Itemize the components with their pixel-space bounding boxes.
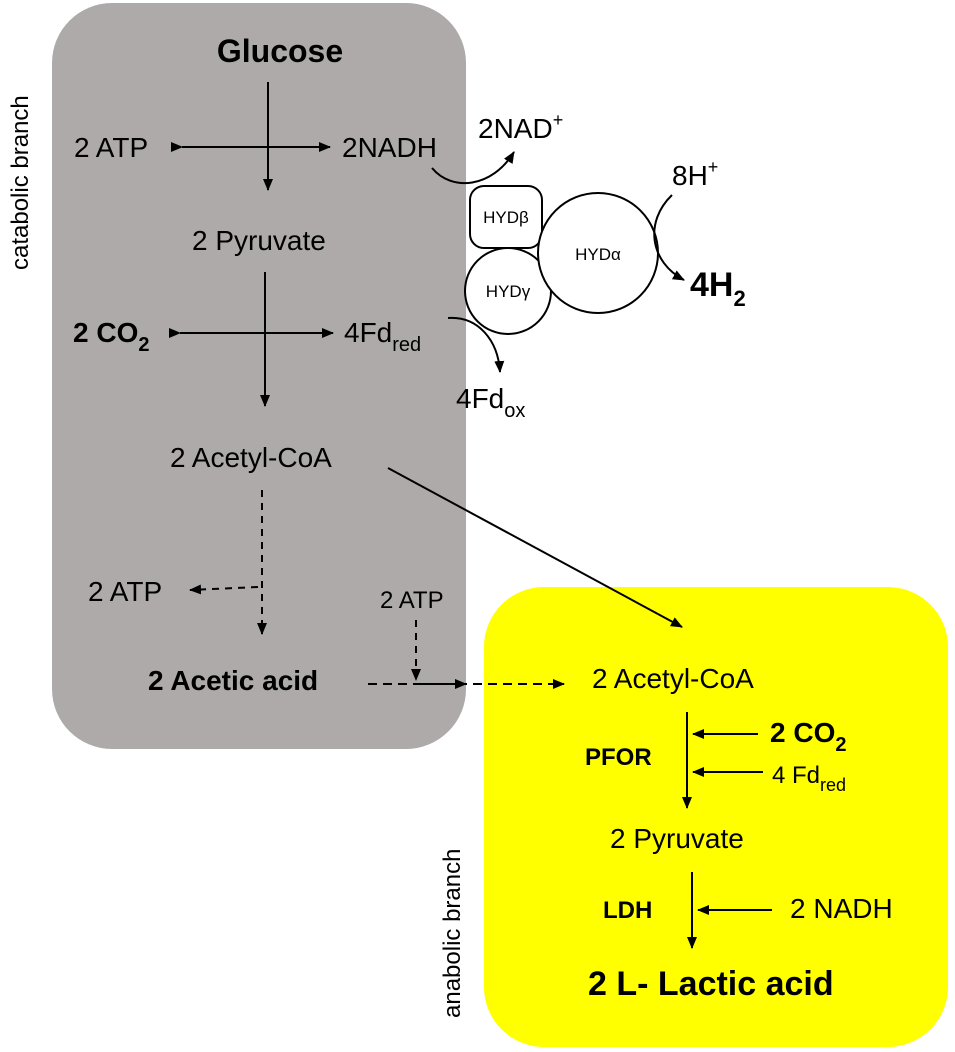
nadh-to-nad-arrow <box>431 151 515 184</box>
hyd-gamma-label: HYDγ <box>486 282 531 301</box>
fd-ox-label: 4Fdox <box>456 383 525 422</box>
atp-side-arrow <box>189 584 259 595</box>
catabolic-branch-label: catabolic branch <box>7 95 34 270</box>
fd-red-anabolic-label: 4 Fdred <box>772 762 846 795</box>
glucose-label: Glucose <box>217 33 343 69</box>
hyd-alpha-label: HYDα <box>575 245 621 264</box>
acetyl-to-anabolic-arrow <box>387 467 683 628</box>
hyd-beta-label: HYDβ <box>483 208 529 227</box>
atp-side-label: 2 ATP <box>88 576 162 607</box>
h2-label: 4H2 <box>690 266 746 311</box>
nadh-anabolic-label: 2 NADH <box>790 893 893 924</box>
anabolic-box <box>484 587 948 1047</box>
acetyl-coa-anabolic-label: 2 Acetyl-CoA <box>592 663 754 694</box>
nadh-top-label: 2NADH <box>342 132 437 163</box>
protons-to-h2-arrow <box>653 194 685 281</box>
acetyl-coa-catabolic-label: 2 Acetyl-CoA <box>170 442 332 473</box>
pyruvate-anabolic-label: 2 Pyruvate <box>610 823 744 854</box>
nad-label: 2NAD+ <box>478 110 563 144</box>
pfor-label: PFOR <box>585 744 652 771</box>
catabolic-box <box>52 3 466 749</box>
fd-red-to-ox-arrow <box>447 316 505 373</box>
atp-in-label: 2 ATP <box>380 587 444 614</box>
ldh-label: LDH <box>603 897 652 924</box>
pyruvate-label: 2 Pyruvate <box>192 225 326 256</box>
lactic-acid-label: 2 L- Lactic acid <box>588 965 834 1003</box>
atp-top-label: 2 ATP <box>74 132 148 163</box>
anabolic-branch-label: anabolic branch <box>439 849 466 1018</box>
co2-catabolic-label: 2 CO2 <box>73 317 149 356</box>
co2-anabolic-label: 2 CO2 <box>770 717 846 756</box>
protons-label: 8H+ <box>672 157 718 191</box>
fd-red-catabolic-label: 4Fdred <box>344 317 421 356</box>
acetic-acid-label: 2 Acetic acid <box>148 665 318 696</box>
